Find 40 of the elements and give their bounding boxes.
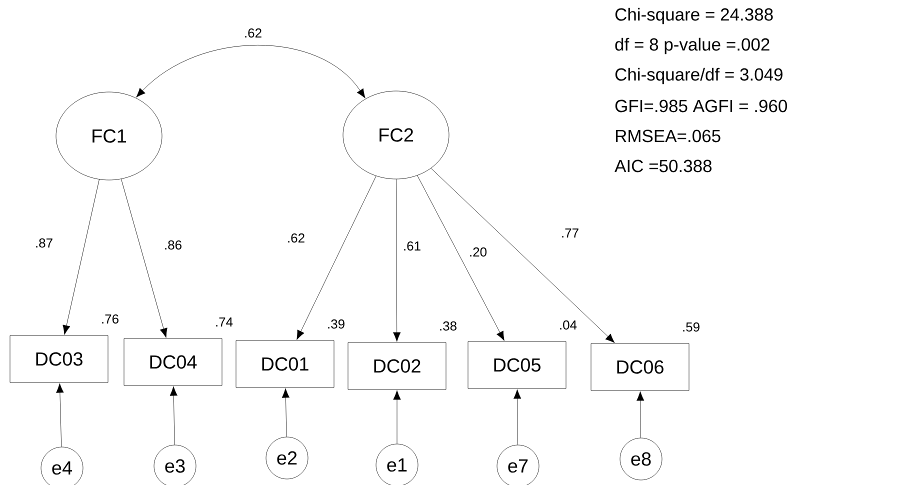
fit-statistic: RMSEA=.065	[616, 130, 720, 142]
ellipse-node: FC1	[56, 92, 162, 180]
ellipse-node: FC2	[342, 90, 450, 180]
indicator-box: DC01	[236, 340, 334, 388]
indicator-box: DC02	[348, 342, 446, 390]
arrow	[393, 179, 401, 342]
arrow	[282, 388, 290, 437]
arrow	[56, 383, 64, 448]
arrow	[393, 390, 401, 444]
edge-label: .86	[162, 239, 184, 251]
indicator-box: DC04	[124, 338, 222, 386]
fit-statistic: AIC =50.388	[614, 160, 712, 172]
r-squared-value: .39	[328, 319, 344, 329]
fit-statistic: Chi-square = 24.388	[615, 8, 773, 24]
curved-arrow	[136, 44, 366, 98]
edge-label: .61	[402, 240, 422, 252]
edge-label: .87	[34, 237, 54, 249]
r-squared-value: .74	[216, 318, 233, 326]
arrow	[296, 176, 376, 340]
fit-statistic: GFI=.985 AGFI = .960	[615, 100, 787, 112]
arrow	[170, 386, 178, 445]
r-squared-value: .04	[560, 320, 577, 330]
arrow	[121, 178, 168, 338]
fit-statistic: Chi-square/df = 3.049	[615, 68, 782, 84]
indicator-box: DC06	[590, 343, 690, 391]
r-squared-value: .76	[102, 314, 118, 324]
edge-label: .20	[468, 246, 488, 258]
arrow	[417, 175, 504, 341]
indicator-box: DC05	[468, 341, 566, 389]
r-squared-value: .38	[440, 321, 456, 331]
edge-label: .77	[560, 228, 580, 238]
arrow	[514, 389, 522, 445]
edge-label: .62	[242, 27, 264, 39]
indicator-box: DC03	[10, 335, 108, 383]
arrow	[62, 179, 100, 335]
r-squared-value: .59	[683, 322, 700, 332]
edge-label: .62	[286, 232, 306, 244]
arrow	[636, 391, 644, 438]
fit-statistic: df = 8 p-value =.002	[615, 38, 770, 54]
arrow	[430, 168, 615, 343]
